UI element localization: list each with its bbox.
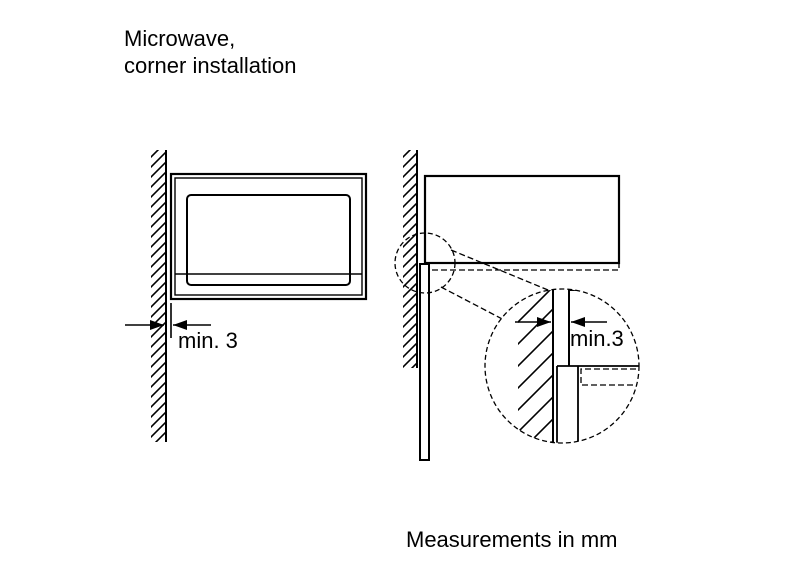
microwave-side-body [423, 174, 621, 265]
gap-dimension-detail [515, 317, 607, 327]
detail-marker-circle [394, 232, 456, 294]
detail-hidden-base [580, 368, 639, 386]
front-view: min. 3 [125, 150, 368, 442]
title-line-2: corner installation [124, 53, 297, 78]
microwave-side-hidden-base [428, 262, 620, 271]
detail-wall-hatch [518, 290, 554, 442]
microwave-front-outer [169, 172, 368, 301]
title-line-1: Microwave, [124, 26, 236, 51]
microwave-door-window [186, 194, 351, 286]
microwave-front-inner [174, 177, 363, 296]
left-wall-hatch [151, 150, 166, 442]
diagram-title: Microwave, corner installation [124, 25, 296, 79]
detail-leader-bottom [440, 286, 509, 323]
gap-label-front: min. 3 [178, 328, 238, 353]
detail-view: min.3 [484, 288, 640, 444]
side-view: min.3 [394, 150, 640, 461]
measurement-units-note: Measurements in mm [406, 527, 618, 552]
gap-dimension-front [125, 303, 211, 338]
right-wall-hatch [403, 150, 418, 368]
gap-label-detail: min.3 [570, 326, 624, 351]
